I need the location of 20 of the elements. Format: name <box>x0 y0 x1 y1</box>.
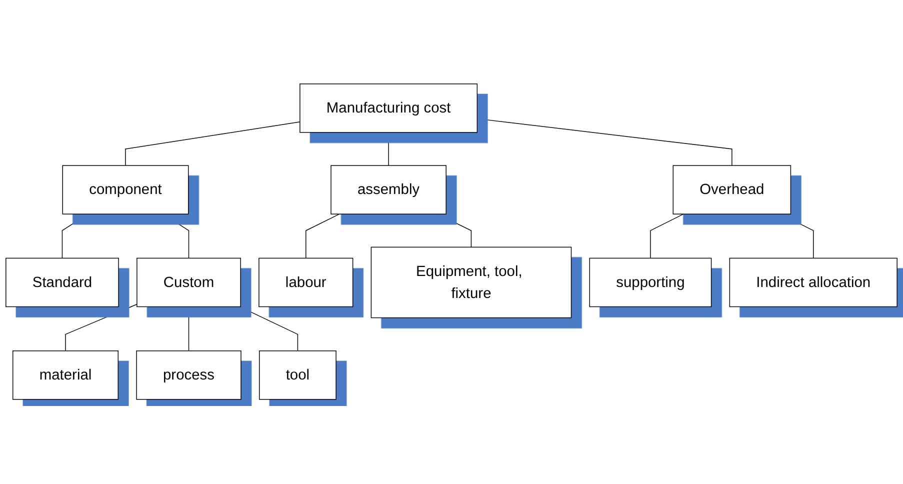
node-box: assembly <box>330 166 446 215</box>
node-box: Custom <box>136 258 241 308</box>
node-box: tool <box>259 350 336 400</box>
node-box: Equipment, tool, fixture <box>370 247 572 318</box>
connector <box>239 306 298 352</box>
connector <box>188 306 190 352</box>
node-box: process <box>136 350 242 400</box>
node-box: Indirect allocation <box>729 258 898 308</box>
node-box: material <box>12 350 118 400</box>
connector <box>476 118 732 166</box>
node-box: Manufacturing cost <box>300 84 478 134</box>
connector <box>437 214 472 248</box>
node-box: Standard <box>6 258 119 308</box>
connector <box>125 122 300 166</box>
node-box: Overhead <box>672 166 792 215</box>
node-box: component <box>62 166 189 215</box>
node-box: supporting <box>589 258 712 308</box>
connector <box>65 304 138 352</box>
node-box: labour <box>258 258 354 308</box>
connector <box>388 132 389 166</box>
